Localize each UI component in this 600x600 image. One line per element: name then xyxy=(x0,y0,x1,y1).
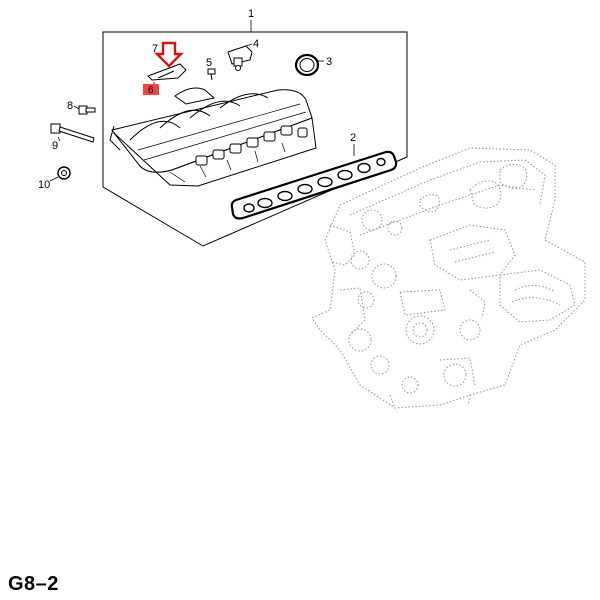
long-bolt-9 xyxy=(50,123,95,143)
indicator-arrow xyxy=(154,41,184,68)
callout-8: 8 xyxy=(67,100,73,112)
callout-5: 5 xyxy=(206,57,212,69)
callout-2: 2 xyxy=(350,132,356,144)
callout-6: 6 xyxy=(148,85,154,96)
small-screw xyxy=(207,68,216,81)
washer-10 xyxy=(57,166,71,180)
diagram-code: G8–2 xyxy=(8,573,59,595)
intake-manifold xyxy=(109,87,317,187)
callout-1: 1 xyxy=(248,8,254,20)
leader-9 xyxy=(57,136,61,142)
bolt-8 xyxy=(78,105,96,115)
callout-10: 10 xyxy=(38,179,50,191)
callout-4: 4 xyxy=(253,38,259,50)
callout-7: 7 xyxy=(152,43,158,55)
engine-block xyxy=(311,147,586,409)
sensor xyxy=(227,45,253,71)
manifold-gasket xyxy=(230,150,398,220)
assembly-frame xyxy=(102,31,408,247)
highlight-box xyxy=(143,84,159,95)
callout-9: 9 xyxy=(52,140,58,152)
callout-3: 3 xyxy=(326,56,332,68)
clip-part xyxy=(147,63,187,81)
leader-4 xyxy=(245,43,253,47)
leader-10 xyxy=(49,176,59,182)
leader-8 xyxy=(73,105,80,110)
seal-ring xyxy=(294,53,320,77)
